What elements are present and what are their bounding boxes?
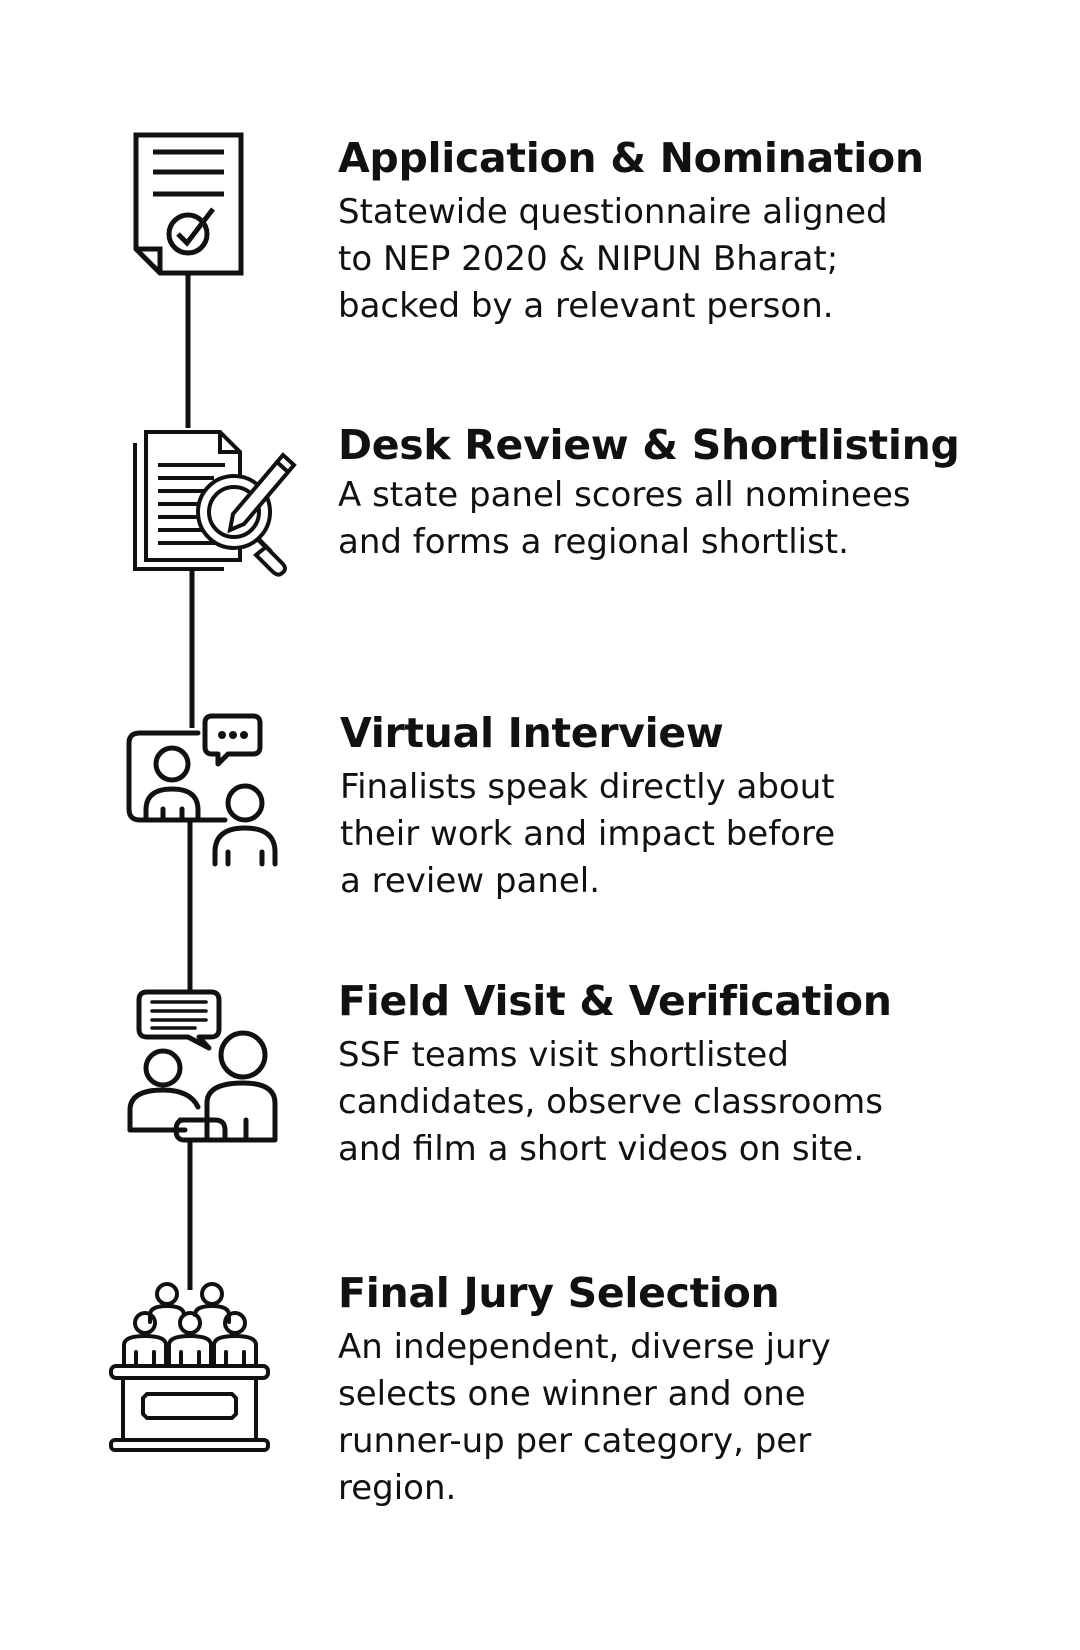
step-title: Virtual Interview	[340, 709, 724, 757]
step-description: An independent, diverse jury selects one…	[338, 1324, 998, 1512]
step-title: Desk Review & Shortlisting	[338, 421, 960, 469]
description-line: to NEP 2020 & NIPUN Bharat;	[338, 239, 839, 279]
step-final-jury-selection: Final Jury Selection An independent, div…	[338, 1268, 998, 1512]
description-line: candidates, observe classrooms	[338, 1082, 884, 1122]
description-line: and film a short videos on site.	[338, 1129, 865, 1169]
description-line: and forms a regional shortlist.	[338, 522, 849, 562]
step-application-nomination: Application & Nomination Statewide quest…	[338, 133, 998, 330]
description-line: their work and impact before	[340, 814, 836, 854]
description-line: Finalists speak directly about	[340, 767, 835, 807]
video-interview-icon	[126, 713, 278, 867]
description-line: A state panel scores all nominees	[338, 475, 911, 515]
document-magnifier-pencil-icon	[133, 430, 297, 577]
description-line: region.	[338, 1468, 457, 1508]
description-line: selects one winner and one	[338, 1374, 806, 1414]
two-people-conversation-icon	[127, 989, 278, 1143]
description-line: An independent, diverse jury	[338, 1327, 831, 1367]
description-line: a review panel.	[340, 861, 601, 901]
step-desk-review-shortlisting: Desk Review & Shortlisting A state panel…	[338, 420, 998, 566]
description-line: runner-up per category, per	[338, 1421, 812, 1461]
step-title: Application & Nomination	[338, 134, 924, 182]
step-field-visit-verification: Field Visit & Verification SSF teams vis…	[338, 976, 998, 1173]
description-line: backed by a relevant person.	[338, 286, 834, 326]
document-check-icon	[133, 132, 244, 276]
description-line: Statewide questionnaire aligned	[338, 192, 888, 232]
step-description: A state panel scores all nominees and fo…	[338, 472, 998, 566]
step-description: Statewide questionnaire aligned to NEP 2…	[338, 189, 998, 330]
description-line: SSF teams visit shortlisted	[338, 1035, 789, 1075]
step-virtual-interview: Virtual Interview Finalists speak direct…	[340, 708, 1000, 905]
step-title: Final Jury Selection	[338, 1269, 780, 1317]
timeline-connector	[185, 275, 195, 1290]
step-description: SSF teams visit shortlisted candidates, …	[338, 1032, 998, 1173]
step-title: Field Visit & Verification	[338, 977, 892, 1025]
step-description: Finalists speak directly about their wor…	[340, 764, 1000, 905]
jury-panel-icon	[109, 1282, 270, 1452]
